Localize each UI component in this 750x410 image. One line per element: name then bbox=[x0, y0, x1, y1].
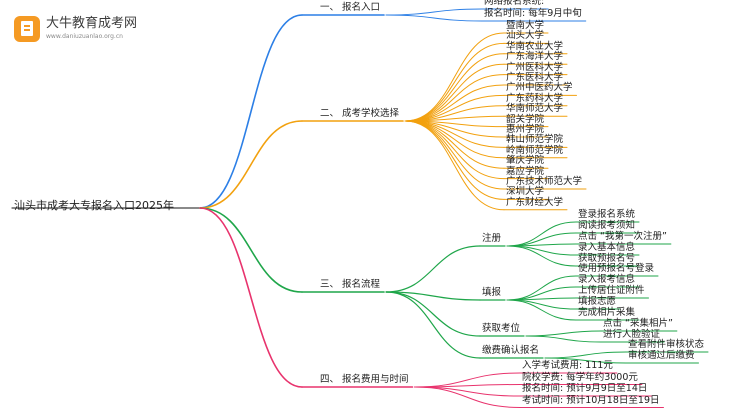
school-item: 肇庆学院 bbox=[506, 155, 545, 167]
process-leaf: 录入报考信息 bbox=[578, 274, 636, 285]
logo-url: www.daniuzuanlao.org.cn bbox=[46, 33, 123, 40]
book-icon bbox=[14, 16, 40, 42]
connector-line bbox=[525, 335, 602, 343]
process-leaf: 获取预报名号 bbox=[578, 253, 636, 264]
branch-topic: 四、 报名费用与时间 bbox=[320, 374, 409, 385]
school-item: 广东财经大学 bbox=[506, 196, 564, 208]
school-item: 韶关学院 bbox=[506, 113, 545, 125]
logo-name: 大牛教育成考网 bbox=[46, 16, 138, 31]
connector-line bbox=[199, 14, 303, 209]
school-item: 广东技术师范大学 bbox=[506, 176, 583, 187]
connector-line bbox=[414, 386, 521, 397]
process-leaf: 填报志愿 bbox=[578, 296, 617, 307]
school-item: 汕头大学 bbox=[506, 30, 545, 42]
school-item: 广东医科大学 bbox=[506, 72, 564, 83]
connector-line bbox=[385, 8, 483, 16]
connector-line bbox=[199, 207, 303, 293]
process-leaf: 查看附件审核状态 bbox=[628, 339, 705, 350]
connector-line bbox=[385, 14, 483, 22]
connector-line bbox=[385, 291, 481, 337]
fee-item: 报名时间: 预计9月9日至14日 bbox=[522, 383, 648, 394]
connector-line bbox=[404, 120, 505, 211]
connector-line bbox=[506, 275, 577, 301]
root-topic: 汕头市成考大专报名入口2025年 bbox=[14, 199, 174, 212]
connector-line bbox=[525, 330, 602, 337]
process-leaf: 阅读报考须知 bbox=[578, 220, 636, 231]
connector-line bbox=[544, 351, 627, 359]
school-item: 深圳大学 bbox=[506, 186, 545, 198]
connector-line bbox=[404, 84, 505, 122]
connector-line bbox=[414, 386, 521, 408]
school-item: 华南农业大学 bbox=[506, 40, 564, 52]
connector-line bbox=[506, 221, 577, 247]
leaf-node: 报名时间: 每年9月中旬 bbox=[484, 8, 582, 19]
connector-line bbox=[506, 299, 577, 310]
school-item: 广州中医药大学 bbox=[506, 82, 573, 94]
site-logo[interactable]: 大牛教育成考网 www.daniuzuanlao.org.cn bbox=[14, 16, 137, 42]
process-step: 注册 bbox=[482, 233, 502, 244]
process-leaf: 录入基本信息 bbox=[578, 242, 636, 253]
fee-item: 考试时间: 预计10月18日至19日 bbox=[522, 394, 660, 406]
school-item: 广东药科大学 bbox=[506, 92, 564, 104]
process-leaf: 点击 “采集相片” bbox=[603, 318, 673, 329]
logo-text: 大牛教育成考网 www.daniuzuanlao.org.cn bbox=[46, 16, 137, 42]
connector-line bbox=[404, 63, 505, 122]
connector-line bbox=[414, 384, 521, 388]
branch-topic: 一、 报名入口 bbox=[320, 2, 381, 13]
school-item: 暨南大学 bbox=[506, 20, 545, 31]
process-step: 缴费确认报名 bbox=[482, 345, 540, 356]
fee-item: 入学考试费用: 111元 bbox=[522, 360, 613, 371]
connector-line bbox=[404, 120, 505, 200]
process-leaf: 上传居住证附件 bbox=[578, 285, 645, 296]
connector-line bbox=[404, 120, 505, 180]
connector-line bbox=[404, 74, 505, 122]
school-item: 广东海洋大学 bbox=[506, 51, 564, 63]
connector-line bbox=[404, 32, 505, 122]
school-item: 华南师范大学 bbox=[506, 103, 564, 115]
process-leaf: 登录报名系统 bbox=[578, 209, 636, 220]
connector-line bbox=[385, 291, 481, 359]
connector-line bbox=[199, 207, 303, 388]
process-leaf: 进行人脸验证 bbox=[603, 329, 661, 340]
school-item: 嘉应学院 bbox=[506, 165, 545, 177]
school-item: 岭南师范学院 bbox=[506, 144, 564, 156]
process-leaf: 点击 “我第一次注册” bbox=[578, 231, 667, 242]
connector-line bbox=[385, 291, 481, 301]
connector-line bbox=[404, 42, 505, 122]
connector-line bbox=[544, 357, 627, 364]
connector-line bbox=[385, 245, 481, 293]
connector-line bbox=[506, 245, 577, 256]
leaf-node: 网络报名系统: bbox=[484, 0, 545, 7]
connector-line bbox=[199, 120, 303, 209]
connector-line bbox=[506, 245, 577, 267]
school-item: 广州医科大学 bbox=[506, 61, 564, 73]
fee-item: 院校学费: 每学年约3000元 bbox=[522, 371, 638, 383]
connector-line bbox=[404, 94, 505, 122]
connector-line bbox=[506, 299, 577, 321]
branch-topic: 三、 报名流程 bbox=[320, 279, 381, 290]
process-leaf: 使用预报名号登录 bbox=[578, 263, 655, 274]
connector-line bbox=[404, 120, 505, 148]
process-step: 填报 bbox=[482, 287, 502, 298]
process-step: 获取考位 bbox=[482, 323, 521, 334]
process-leaf: 审核通过后缴费 bbox=[628, 350, 695, 361]
connector-line bbox=[404, 53, 505, 122]
process-leaf: 完成相片采集 bbox=[578, 307, 636, 318]
connector-line bbox=[404, 120, 505, 190]
school-item: 惠州学院 bbox=[506, 124, 545, 135]
branch-topic: 二、 成考学校选择 bbox=[320, 108, 400, 119]
school-item: 韩山师范学院 bbox=[506, 134, 564, 146]
